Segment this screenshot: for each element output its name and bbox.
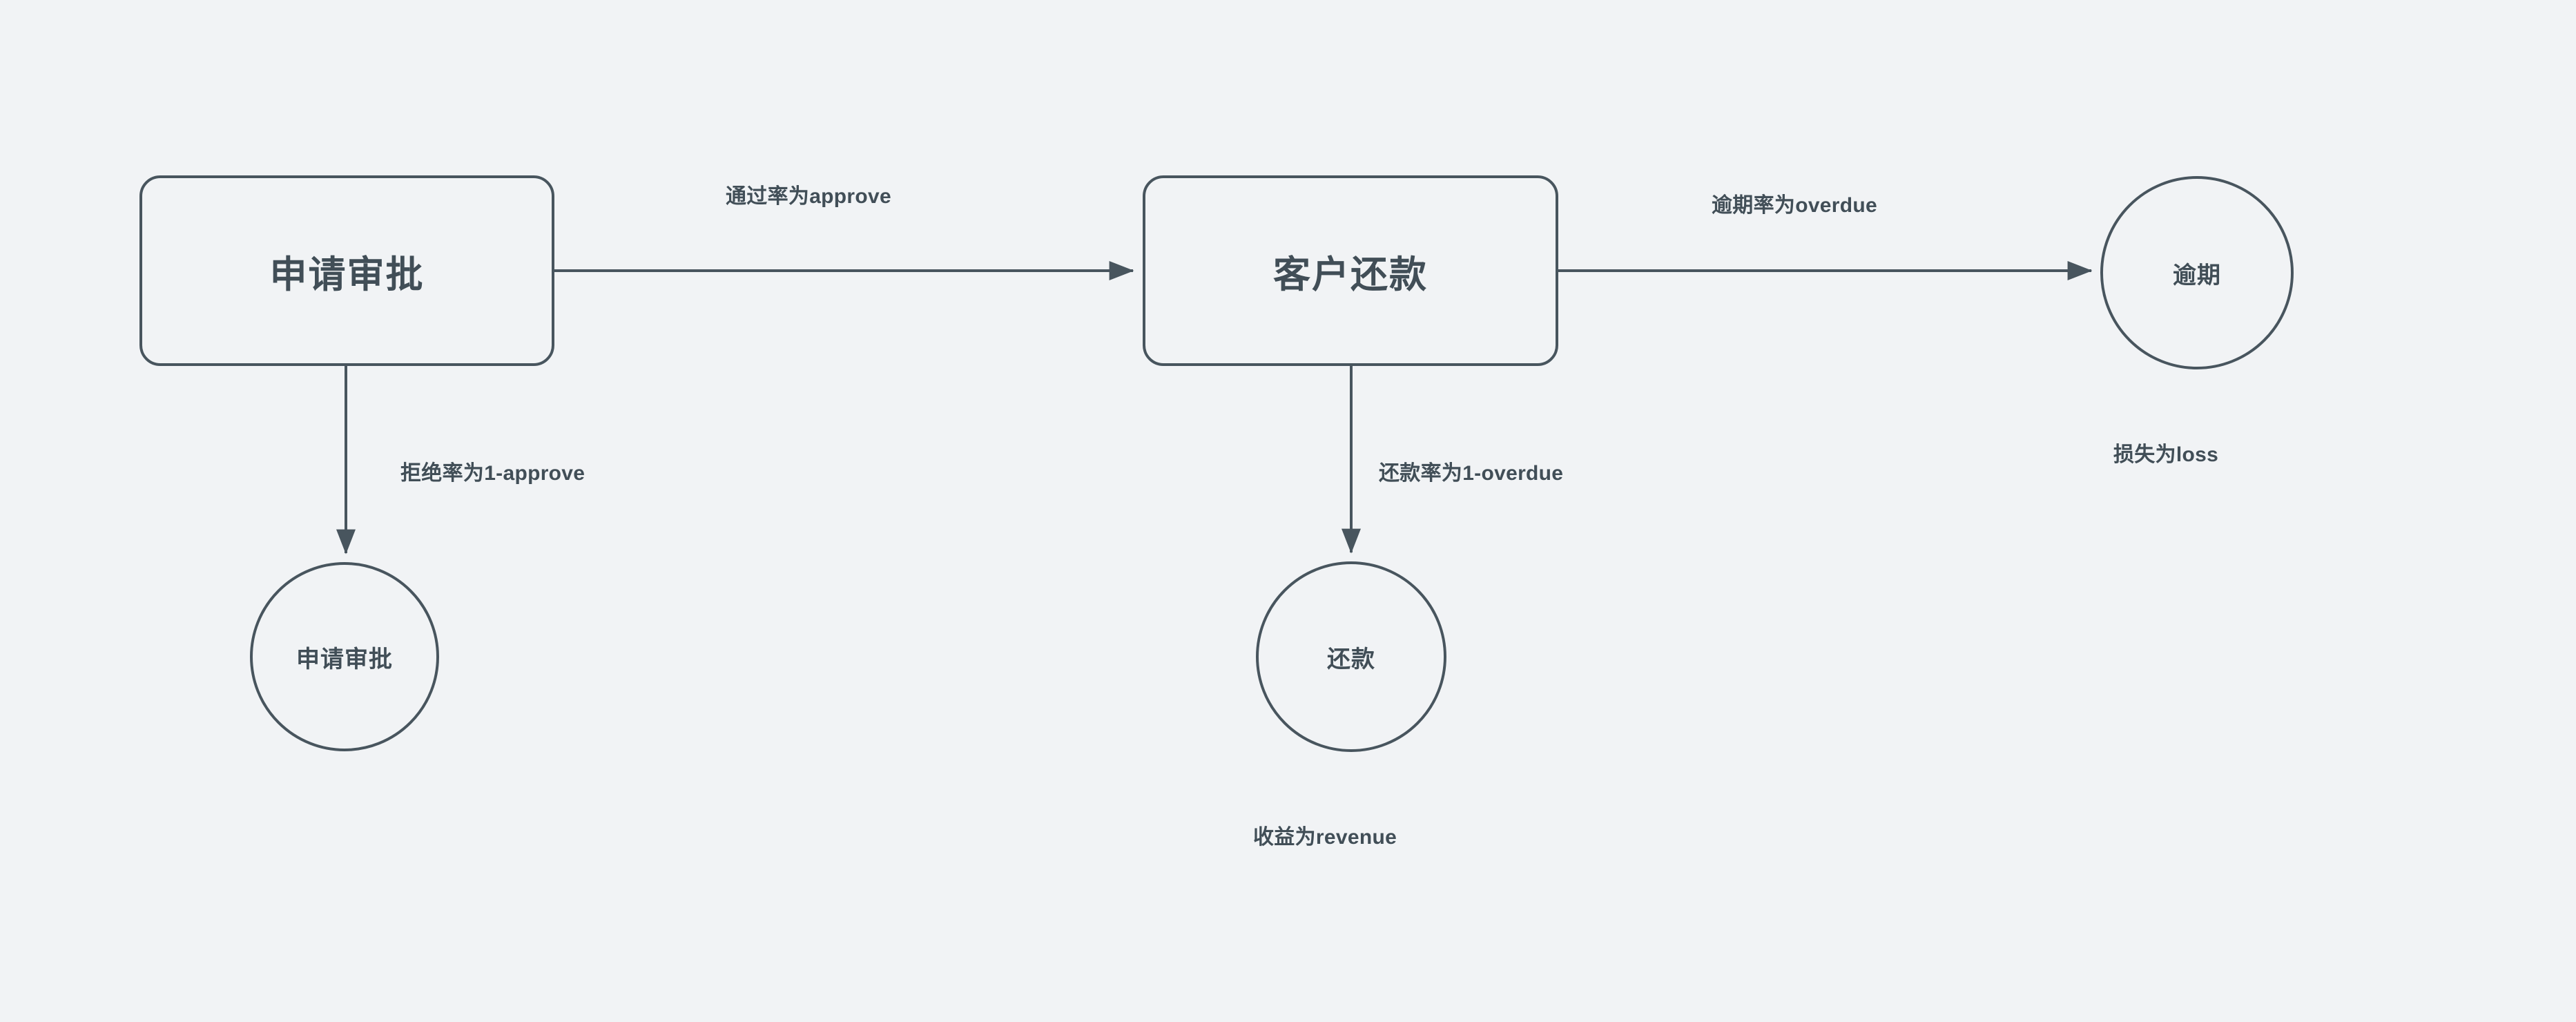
node-apply-approval[interactable]: 申请审批 [139,175,554,366]
edge-label-approve: 通过率为approve [726,185,892,208]
caption-loss: 损失为loss [2113,443,2219,466]
node-customer-repay[interactable]: 客户还款 [1143,175,1558,366]
node-overdue[interactable]: 逾期 [2100,176,2294,369]
node-overdue-label: 逾期 [2173,262,2221,289]
edge-label-repay: 还款率为1-overdue [1379,462,1564,485]
node-rejected[interactable]: 申请审批 [250,562,439,751]
node-rejected-label: 申请审批 [296,646,393,673]
node-customer-repay-label: 客户还款 [1273,253,1428,296]
edge-label-reject: 拒绝率为1-approve [400,462,585,485]
node-repaid[interactable]: 还款 [1256,561,1446,752]
edge-label-overdue: 逾期率为overdue [1712,194,1878,217]
caption-revenue: 收益为revenue [1253,826,1397,849]
node-apply-approval-label: 申请审批 [269,253,425,296]
node-repaid-label: 还款 [1327,646,1375,673]
